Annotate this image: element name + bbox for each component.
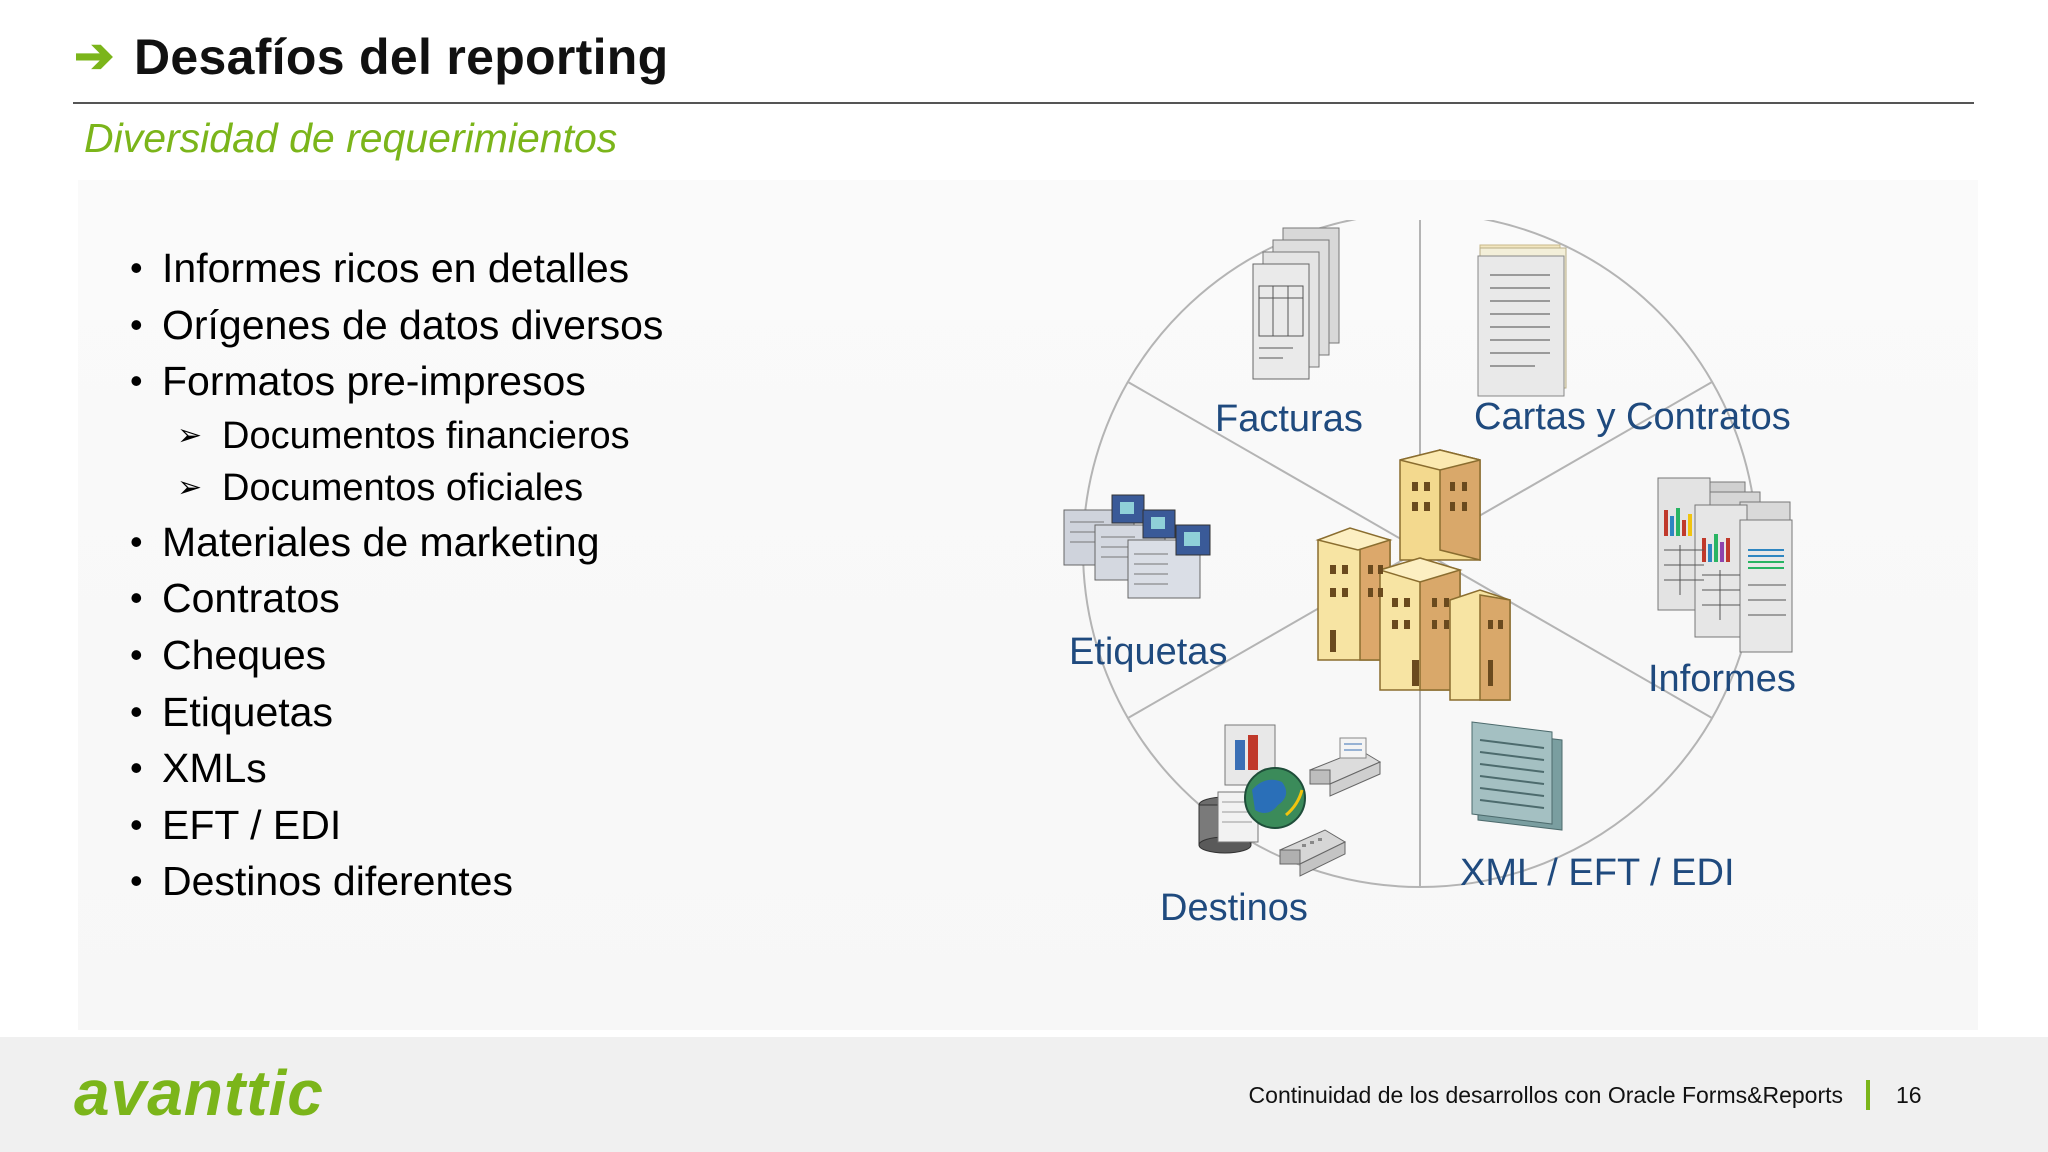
bullet-item: Etiquetas <box>128 684 663 741</box>
footer-divider <box>1866 1080 1870 1110</box>
wheel-spoke <box>1127 381 1421 551</box>
letter-stack-icon <box>1477 244 1567 397</box>
globe-devices-icon <box>1198 724 1382 877</box>
avanttic-logo: avanttic <box>74 1057 324 1129</box>
bullet-item: Orígenes de datos diversos <box>128 297 663 354</box>
report-charts-icon <box>1657 477 1793 653</box>
buildings-icon <box>1315 449 1511 701</box>
bullet-item: XMLs <box>128 740 663 797</box>
bullet-item: Contratos <box>128 570 663 627</box>
arrow-right-icon: ➔ <box>74 30 115 83</box>
label-destinos: Destinos <box>1160 887 1308 929</box>
slide-title: Desafíos del reporting <box>134 29 669 85</box>
bullet-list: Informes ricos en detalles Orígenes de d… <box>128 240 663 910</box>
bullet-item: Materiales de marketing <box>128 514 663 571</box>
bullet-item: EFT / EDI <box>128 797 663 854</box>
bullet-item: Formatos pre-impresos <box>128 353 663 410</box>
label-etiquetas: Etiquetas <box>1069 631 1228 673</box>
label-cards-icon <box>1063 494 1211 599</box>
title-divider <box>73 102 1974 104</box>
sub-bullet-item: Documentos oficiales <box>128 462 663 514</box>
footer-bar <box>0 1037 2048 1152</box>
slide-subtitle: Diversidad de requerimientos <box>84 115 618 161</box>
invoice-stack-icon <box>1252 227 1340 380</box>
footer-caption: Continuidad de los desarrollos con Oracl… <box>1248 1082 1843 1108</box>
label-xml-eft-edi: XML / EFT / EDI <box>1460 852 1735 894</box>
bullet-item: Cheques <box>128 627 663 684</box>
xml-pages-icon <box>1471 721 1563 831</box>
bullet-item: Informes ricos en detalles <box>128 240 663 297</box>
label-informes: Informes <box>1648 658 1796 700</box>
requirements-diagram: Facturas Cartas y Contratos Etiquetas In… <box>1040 212 1860 940</box>
sub-bullet-item: Documentos financieros <box>128 410 663 462</box>
label-facturas: Facturas <box>1215 398 1363 440</box>
bullet-item: Destinos diferentes <box>128 853 663 910</box>
wheel-spoke <box>1419 549 1713 719</box>
diagram-wheel <box>1063 212 1793 888</box>
label-cartas-contratos: Cartas y Contratos <box>1474 396 1791 438</box>
page-number: 16 <box>1896 1082 1922 1108</box>
title-row: ➔ Desafíos del reporting <box>74 22 668 92</box>
